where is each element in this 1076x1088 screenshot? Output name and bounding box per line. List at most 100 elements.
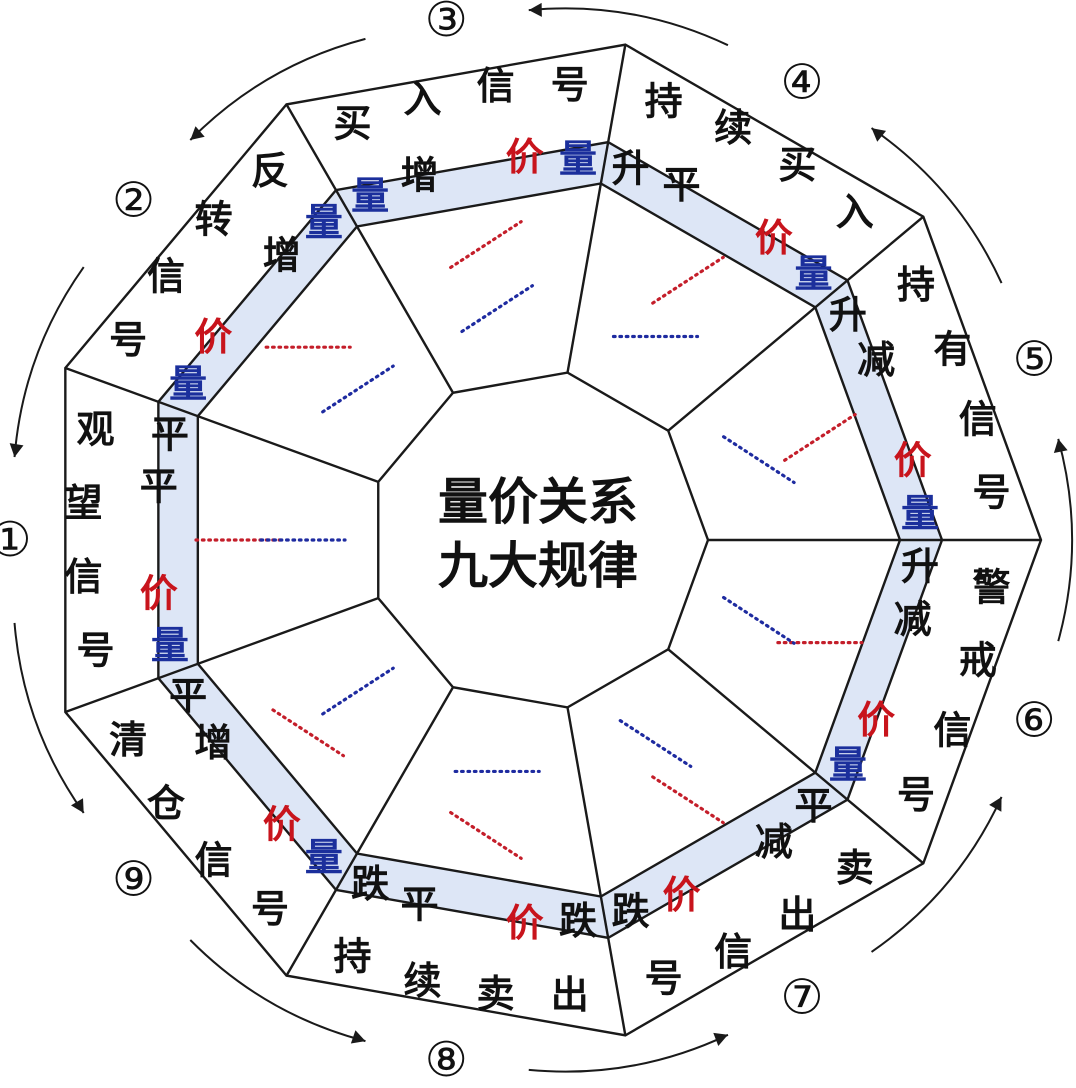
condition-char: 增	[263, 233, 301, 277]
signal-char: 仓	[147, 782, 186, 826]
signal-char: 号	[77, 628, 115, 672]
condition-char: 减	[894, 598, 932, 642]
flow-arrow-line	[189, 37, 366, 141]
flow-arrow-line	[189, 939, 366, 1043]
signal-char: 卖	[477, 972, 515, 1016]
condition-char: 增	[401, 154, 439, 198]
trend-mark-rise-blue	[321, 364, 395, 414]
sector-3-marks	[449, 220, 535, 334]
condition-char: 增	[194, 721, 232, 765]
trend-mark-rise-red	[449, 220, 523, 270]
center-title-line-2: 九大规律	[438, 537, 638, 595]
signal-char: 信	[147, 254, 185, 298]
sector-2-marks	[264, 345, 395, 414]
signal-char: 出	[778, 893, 816, 937]
signal-char: 买	[334, 101, 372, 145]
spoke-line	[667, 215, 925, 432]
spoke-line	[566, 707, 627, 1036]
signal-char: 续	[714, 106, 752, 150]
sector-8-condition: 量平价跌	[305, 836, 650, 945]
signal-char: 号	[109, 318, 147, 362]
price-char: 价	[194, 315, 232, 359]
price-char: 价	[755, 216, 793, 260]
condition-char: 升	[829, 293, 867, 337]
sector-6-marks	[722, 595, 864, 645]
condition-char: 减	[857, 338, 895, 382]
flow-arrow-head	[871, 128, 887, 142]
flow-arrow-head	[989, 796, 1002, 812]
condition-char: 升	[901, 545, 939, 589]
condition-char: 跌	[612, 890, 650, 934]
center-hub: 量价关系 九大规律	[438, 473, 638, 595]
spoke-line	[285, 686, 455, 977]
price-char: 价	[857, 698, 895, 742]
trend-mark-fall-blue	[618, 719, 693, 768]
ring-3	[64, 43, 1043, 1037]
volume-char: 量	[169, 362, 207, 406]
trend-mark-fall-blue	[722, 435, 796, 485]
ring-2	[157, 140, 944, 940]
signal-char: 信	[477, 64, 515, 108]
signal-char: 转	[195, 197, 233, 241]
flow-arrow-line	[13, 266, 85, 458]
volume-char: 量	[829, 743, 867, 787]
sector-9-marks	[271, 666, 395, 758]
spoke-line	[566, 44, 627, 373]
flow-arrow-head	[350, 1030, 366, 1044]
rule-number-8: ⑧	[425, 1032, 468, 1088]
label-layer: 量平价平观望信号量增价平反转信号量增价升买入信号量平价升持续买入量减价升持有信号…	[65, 63, 1011, 1017]
ring-layer	[64, 43, 1043, 1037]
signal-char: 出	[551, 973, 589, 1017]
flow-arrow-line	[870, 796, 1003, 953]
condition-char: 减	[755, 820, 793, 864]
volume-char: 量	[901, 491, 939, 535]
flow-arrow-line	[1057, 438, 1074, 642]
flow-arrow-line	[528, 1033, 729, 1073]
condition-char: 升	[612, 146, 650, 190]
signal-char: 持	[645, 80, 683, 124]
sector-8-signal: 持续卖出	[334, 935, 589, 1017]
signal-char: 有	[933, 328, 971, 372]
signal-char: 持	[897, 263, 935, 307]
signal-char: 号	[972, 470, 1010, 514]
sector-3-signal: 买入信号	[334, 63, 589, 145]
signal-char: 望	[65, 481, 103, 525]
signal-char: 信	[959, 397, 997, 441]
flow-arrow-head	[1053, 438, 1068, 453]
trend-mark-fall-blue	[722, 595, 796, 645]
condition-char: 平	[151, 412, 189, 456]
signal-char: 戒	[959, 639, 997, 683]
sector-7-marks	[618, 719, 725, 825]
rule-number-7: ⑦	[780, 969, 823, 1025]
signal-char: 入	[404, 77, 442, 121]
condition-char: 跌	[559, 899, 597, 943]
signal-char: 信	[65, 555, 103, 599]
signal-char: 卖	[836, 846, 874, 890]
flow-arrow-head	[713, 1032, 728, 1046]
sector-5-marks	[722, 412, 857, 485]
rule-number-3: ③	[425, 0, 468, 48]
trend-mark-rise-blue	[321, 666, 395, 716]
price-char: 价	[506, 135, 544, 179]
signal-char: 持	[334, 935, 372, 979]
volume-char: 量	[794, 252, 832, 296]
rule-number-2: ②	[112, 173, 155, 229]
arrow-layer	[9, 2, 1074, 1073]
signal-char: 信	[933, 708, 971, 752]
signal-char: 反	[251, 149, 289, 193]
rule-number-5: ⑤	[1013, 331, 1056, 387]
rule-number-4: ④	[780, 55, 823, 111]
signal-char: 号	[897, 773, 935, 817]
volume-char: 量	[151, 624, 189, 668]
